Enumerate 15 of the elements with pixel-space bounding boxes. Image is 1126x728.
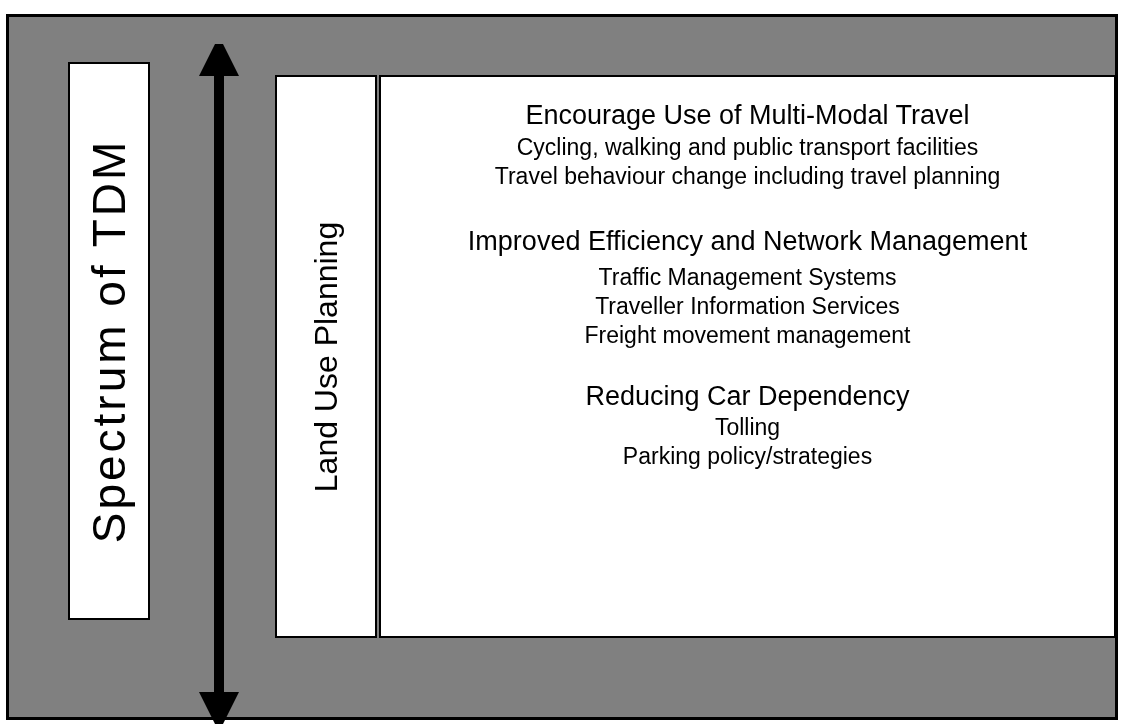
side-label-box [275,75,377,638]
item-text: Tolling [713,413,782,443]
item-text: Freight movement management [583,320,912,350]
item-text: Traveller Information Services [594,292,901,321]
item-text: Traffic Management Systems [597,263,898,293]
section-heading: Encourage Use of Multi-Modal Travel [524,99,971,132]
vertical-label: Land Use Planning [307,221,345,492]
section-heading: Improved Efficiency and Network Management [466,225,1029,259]
section-heading: Reducing Car Dependency [584,379,911,413]
vertical-label: Spectrum of TDM [82,138,136,544]
content-box [379,75,1116,638]
item-text: Cycling, walking and public transport facilities [515,132,980,162]
spectrum-label-box [68,62,150,620]
item-text: Travel behaviour change including travel planning [493,161,1002,191]
item-text: Parking policy/strategies [621,442,874,471]
